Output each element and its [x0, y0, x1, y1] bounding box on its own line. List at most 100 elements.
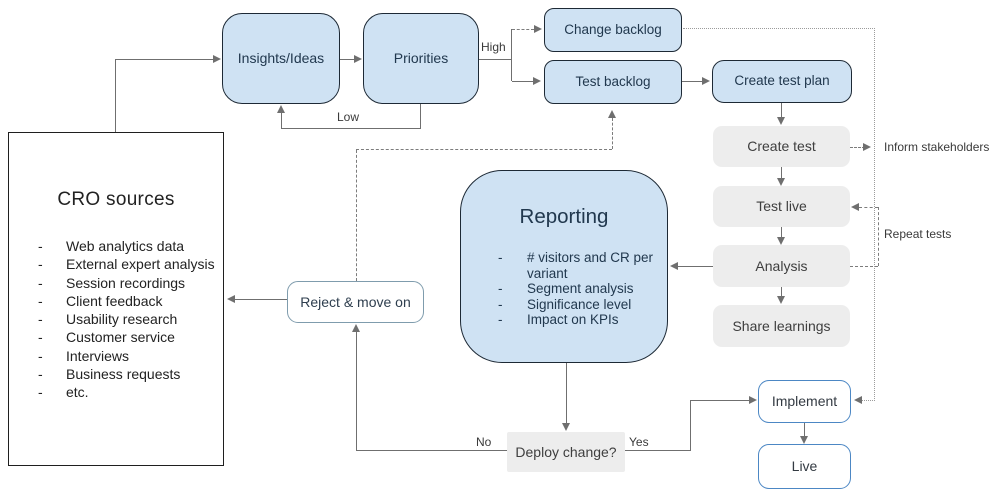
arrow-left-icon — [851, 203, 859, 211]
list-item: -etc. — [38, 383, 223, 401]
bullet-dash: - — [38, 238, 43, 254]
edge-implement-to-live — [804, 423, 806, 437]
arrow-down-icon — [777, 296, 785, 304]
node-insights-ideas: Insights/Ideas — [222, 13, 340, 104]
edge-low-seg3 — [281, 112, 283, 128]
bullet-dash: - — [498, 312, 503, 328]
edge-low-seg2 — [281, 128, 421, 130]
edge-no-seg1 — [356, 450, 507, 452]
reporting-title: Reporting — [519, 205, 609, 228]
label-high: High — [481, 40, 506, 54]
label-repeat-tests: Repeat tests — [884, 227, 952, 241]
arrow-down-icon — [777, 117, 785, 125]
list-item-label: Web analytics data — [66, 238, 185, 254]
list-item-label: Customer service — [66, 329, 175, 346]
list-item: - Customer service — [38, 328, 223, 346]
label-low: Low — [337, 110, 360, 124]
arrow-right-icon — [533, 77, 541, 85]
edge-priorities-high-seg1 — [479, 59, 512, 61]
arrow-right-icon — [702, 77, 710, 85]
arrow-left-icon — [854, 396, 862, 404]
edge-changebacklog-to-implement-seg1 — [683, 28, 875, 29]
bullet-dash: - — [38, 311, 43, 328]
arrow-right-icon — [863, 143, 871, 151]
node-test-backlog: Test backlog — [544, 60, 682, 104]
node-cro-sources: CRO sources - Web analytics data - Externa… — [8, 132, 224, 466]
bullet-dash: - — [38, 329, 43, 346]
list-item: - Usability research — [38, 310, 223, 328]
edge-yes-seg1 — [625, 450, 691, 452]
edge-cro-to-insights-seg2 — [115, 59, 214, 61]
cro-sources-list: - Web analytics data - External expert ana… — [9, 237, 223, 402]
list-item: - Session recordings — [38, 274, 223, 292]
edge-yes-seg3 — [690, 400, 750, 402]
edge-testbacklog-to-plan — [682, 81, 704, 83]
bullet-dash: - — [38, 274, 43, 291]
list-item: -Interviews — [38, 347, 223, 365]
arrow-left-icon — [670, 262, 678, 270]
arrow-left-icon — [227, 295, 235, 303]
list-item: - Significance level — [498, 297, 667, 313]
arrow-right-icon — [354, 55, 362, 63]
node-deploy-change: Deploy change? — [507, 432, 625, 472]
list-item-label: Session recordings — [66, 274, 186, 291]
node-share-learnings: Share learnings — [713, 305, 850, 347]
list-item-label: Significance level — [527, 296, 632, 312]
node-implement: Implement — [758, 380, 851, 423]
bullet-dash: - — [498, 281, 503, 297]
list-item-label: Usability research — [66, 311, 178, 328]
edge-high-to-test-backlog — [512, 81, 534, 83]
bullet-dash: - — [38, 256, 43, 273]
arrow-down-icon — [777, 178, 785, 186]
bullet-dash: - — [498, 296, 503, 312]
edge-repeat-seg2 — [878, 207, 879, 266]
cro-sources-title: CRO sources — [57, 189, 175, 210]
arrow-up-icon — [277, 105, 285, 113]
bullet-dash: - — [38, 292, 43, 309]
node-create-test-plan: Create test plan — [712, 60, 852, 103]
arrow-down-icon — [800, 436, 808, 444]
arrow-down-icon — [562, 423, 570, 431]
edge-low-seg1 — [420, 104, 422, 128]
edge-changebacklog-to-implement-seg2 — [874, 28, 875, 401]
label-no: No — [476, 435, 492, 449]
list-item: - # visitors and CR per variant — [498, 250, 667, 281]
arrow-right-icon — [749, 396, 757, 404]
edge-analysis-to-reporting — [678, 266, 713, 268]
edge-no-seg2 — [356, 331, 358, 450]
node-test-live: Test live — [713, 186, 850, 227]
edge-yes-seg2 — [690, 400, 692, 450]
edge-analysis-to-share — [781, 287, 783, 297]
bullet-dash: - — [498, 250, 503, 265]
list-item-label: # visitors and CR per variant — [527, 250, 654, 281]
edge-repeat-seg1 — [850, 266, 878, 267]
list-item-label: External expert analysis — [66, 256, 215, 273]
edge-high-to-change-backlog — [512, 29, 534, 30]
reporting-list: -# visitors and CR per variant -Segment … — [461, 250, 667, 328]
arrow-down-icon — [777, 237, 785, 245]
edge-plan-to-createtest — [781, 103, 783, 118]
edge-testlive-to-analysis — [781, 227, 783, 238]
edge-reject-to-testbacklog-seg1 — [356, 150, 357, 281]
edge-reject-to-cro — [235, 299, 287, 301]
edge-insights-to-priorities — [340, 59, 356, 61]
edge-inform-stakeholders — [850, 147, 865, 148]
arrow-right-icon — [213, 55, 221, 63]
edge-reject-to-testbacklog-seg2 — [356, 149, 612, 150]
list-item: -Client feedback — [38, 292, 223, 310]
node-change-backlog: Change backlog — [544, 8, 682, 52]
node-live: Live — [758, 444, 851, 489]
bullet-dash: - — [38, 384, 43, 401]
list-item: - External expert analysis — [38, 255, 223, 273]
edge-createtest-to-testlive — [781, 167, 783, 179]
arrow-up-icon — [352, 324, 360, 332]
edge-repeat-seg3 — [859, 207, 878, 208]
edge-changebacklog-to-implement-seg3 — [862, 400, 875, 401]
node-reject-move-on: Reject & move on — [287, 281, 424, 323]
edge-reject-to-testbacklog-seg3 — [612, 118, 613, 149]
node-create-test: Create test — [713, 126, 850, 167]
label-inform-stakeholders: Inform stakeholders — [884, 140, 990, 154]
list-item: -Impact on KPIs — [498, 312, 667, 328]
list-item-label: Business requests — [66, 366, 181, 383]
